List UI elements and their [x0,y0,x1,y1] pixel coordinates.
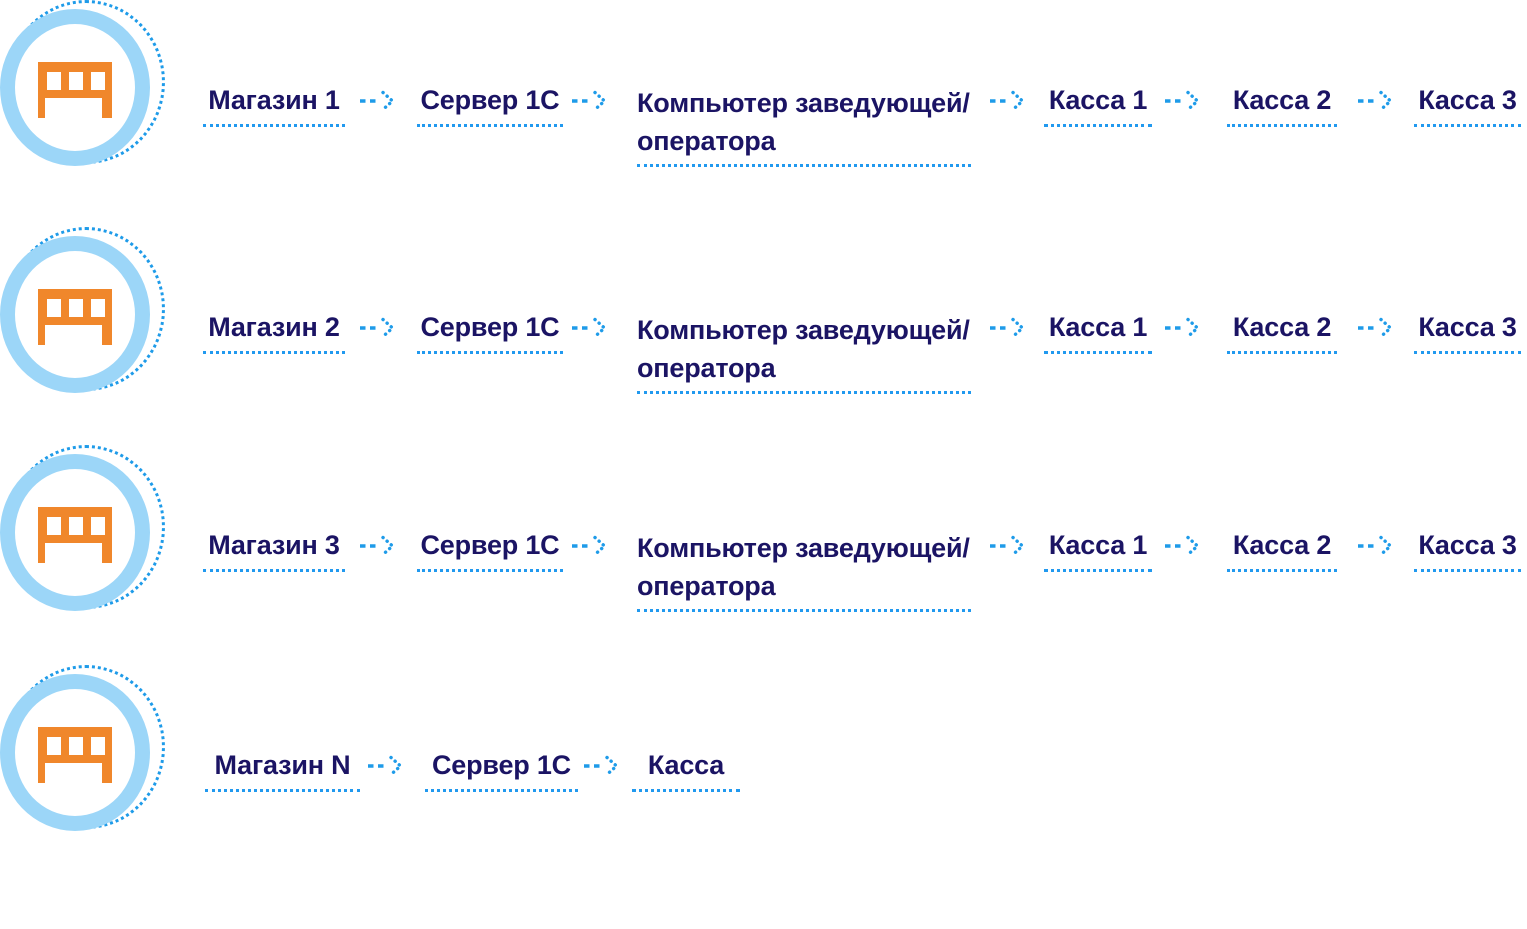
node-server-1c: Сервер 1С [417,529,563,572]
dotted-arrow-icon [1356,315,1394,341]
badge-ring [0,674,150,831]
store-icon [38,62,112,118]
dotted-arrow-icon [988,315,1026,341]
dotted-arrow-icon [1163,315,1201,341]
store-icon [38,727,112,783]
node-cash-register-1: Касса 1 [1044,84,1152,127]
diagram-row-shop-n: Магазин N Сервер 1С Касса [0,665,1527,929]
node-cash-register-3: Касса 3 [1414,529,1521,572]
badge-ring [0,9,150,166]
node-operator-computer: Компьютер заведующей/оператора [637,529,971,612]
badge-ring [0,236,150,393]
diagram-row-shop-2: Магазин 2 Сервер 1С Компьютер заведующей… [0,227,1527,491]
store-badge [0,445,172,617]
store-badge [0,665,172,837]
dotted-arrow-icon [1163,88,1201,114]
node-server-1c: Сервер 1С [417,311,563,354]
diagram-row-shop-1: Магазин 1 Сервер 1С Компьютер заведующей… [0,0,1527,264]
node-server-1c: Сервер 1С [425,749,578,792]
node-operator-computer: Компьютер заведующей/оператора [637,311,971,394]
node-shop: Магазин 2 [203,311,345,354]
node-cash-register-2: Касса 2 [1227,311,1337,354]
dotted-arrow-icon [358,533,396,559]
store-icon [38,507,112,563]
node-cash-register-2: Касса 2 [1227,529,1337,572]
store-badge [0,227,172,399]
dotted-arrow-icon [570,88,608,114]
node-shop: Магазин 1 [203,84,345,127]
store-badge [0,0,172,172]
node-cash-register: Касса [632,749,740,792]
node-shop: Магазин N [205,749,360,792]
node-cash-register-2: Касса 2 [1227,84,1337,127]
diagram-row-shop-3: Магазин 3 Сервер 1С Компьютер заведующей… [0,445,1527,709]
dotted-arrow-icon [358,88,396,114]
node-server-1c: Сервер 1С [417,84,563,127]
node-cash-register-1: Касса 1 [1044,311,1152,354]
dotted-arrow-icon [988,533,1026,559]
dotted-arrow-icon [1163,533,1201,559]
node-cash-register-1: Касса 1 [1044,529,1152,572]
dotted-arrow-icon [988,88,1026,114]
store-icon [38,289,112,345]
dotted-arrow-icon [582,753,620,779]
dotted-arrow-icon [366,753,404,779]
dotted-arrow-icon [570,533,608,559]
dotted-arrow-icon [1356,88,1394,114]
dotted-arrow-icon [1356,533,1394,559]
dotted-arrow-icon [570,315,608,341]
node-cash-register-3: Касса 3 [1414,311,1521,354]
dotted-arrow-icon [358,315,396,341]
node-operator-computer: Компьютер заведующей/оператора [637,84,971,167]
badge-ring [0,454,150,611]
node-cash-register-3: Касса 3 [1414,84,1521,127]
node-shop: Магазин 3 [203,529,345,572]
